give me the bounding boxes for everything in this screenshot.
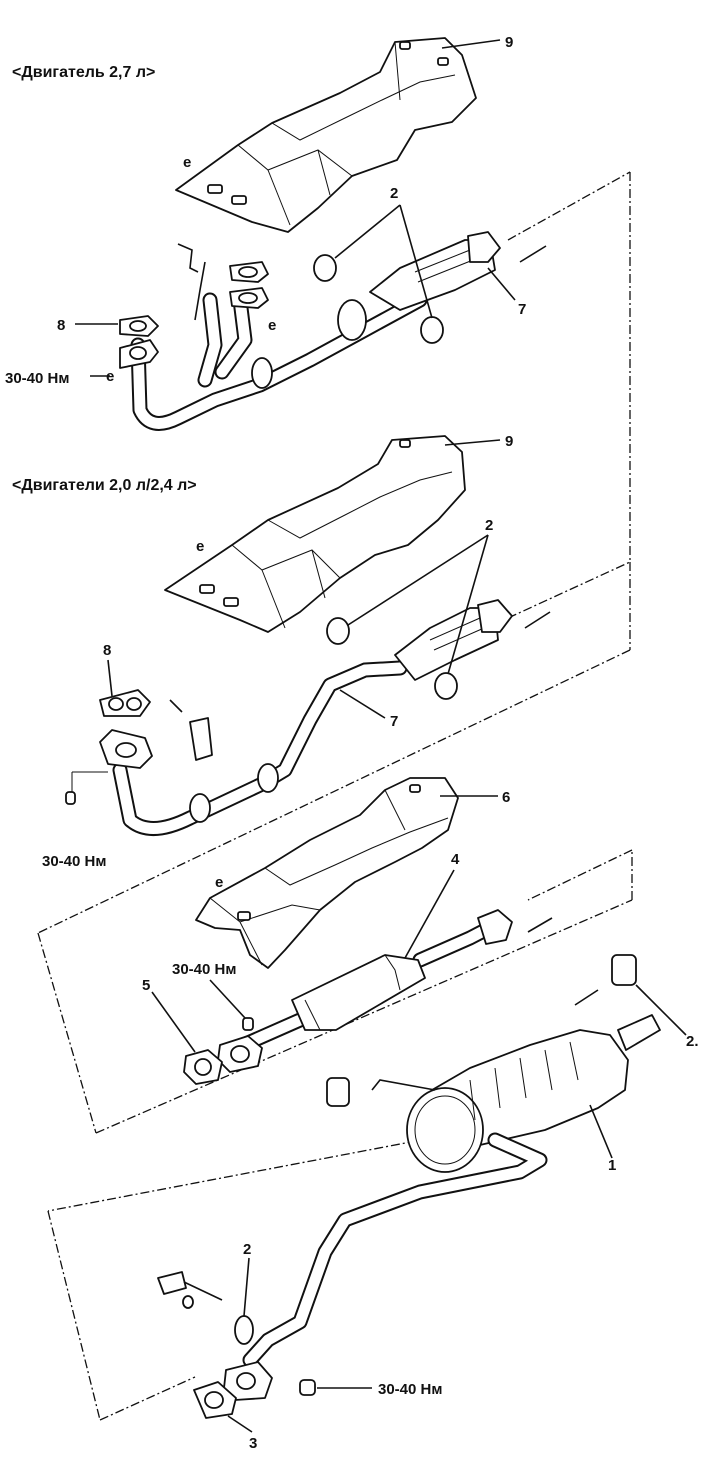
torque-label-2: 30-40 Нм (42, 853, 106, 870)
callout-9-top: 9 (505, 34, 513, 51)
callout-5: 5 (142, 977, 150, 994)
callout-2-right: 2. (686, 1033, 699, 1050)
hanger-2-top-b (420, 316, 444, 344)
nut (299, 1379, 316, 1396)
torque-mark-e: e (106, 368, 114, 385)
front-pipe-27 (119, 231, 547, 431)
torque-marks: e e e e (183, 154, 276, 891)
torque-label-3: 30-40 Нм (172, 961, 236, 978)
callout-4: 4 (451, 851, 460, 868)
callout-2-bottom: 2 (243, 1241, 251, 1258)
main-muffler-1 (326, 954, 661, 1173)
hanger-2-bottom (234, 1315, 254, 1345)
hanger-2-right (611, 954, 637, 986)
front-pipe-7-mid (65, 599, 551, 836)
callout-8-top: 8 (57, 317, 65, 334)
rear-pipe (157, 1132, 548, 1419)
hanger-2-left (326, 1077, 350, 1107)
resonator (291, 954, 426, 1031)
tailpipe (617, 1014, 661, 1051)
center-pipe-4 (183, 909, 553, 1085)
hanger-2-mid-a (326, 617, 350, 645)
callout-8-mid: 8 (103, 642, 111, 659)
svg-text:e: e (268, 317, 276, 334)
svg-text:e: e (183, 154, 191, 171)
gasket-8-mid (99, 689, 151, 717)
hanger-2-top-a (313, 254, 337, 282)
callout-3: 3 (249, 1435, 257, 1452)
heat-shield-9-mid (164, 435, 466, 633)
svg-text:e: e (196, 538, 204, 555)
heat-shield-9-top (175, 37, 477, 233)
callout-7-top: 7 (518, 301, 526, 318)
section-title-engine-20-24: <Двигатели 2,0 л/2,4 л> (12, 477, 197, 494)
leader-lines (75, 39, 687, 1433)
callout-7-mid: 7 (390, 713, 398, 730)
heat-shield-6 (195, 777, 459, 969)
labels: <Двигатель 2,7 л> <Двигатели 2,0 л/2,4 л… (5, 34, 699, 1452)
callout-1: 1 (608, 1157, 616, 1174)
hanger-2-mid-b (434, 672, 458, 700)
svg-text:e: e (215, 874, 223, 891)
callout-2-top: 2 (390, 185, 398, 202)
callout-6: 6 (502, 789, 510, 806)
torque-label-4: 30-40 Нм (378, 1381, 442, 1398)
section-title-engine-27: <Двигатель 2,7 л> (12, 64, 155, 81)
callout-9-mid: 9 (505, 433, 513, 450)
callout-2-mid: 2 (485, 517, 493, 534)
torque-label-1: 30-40 Нм (5, 370, 69, 387)
